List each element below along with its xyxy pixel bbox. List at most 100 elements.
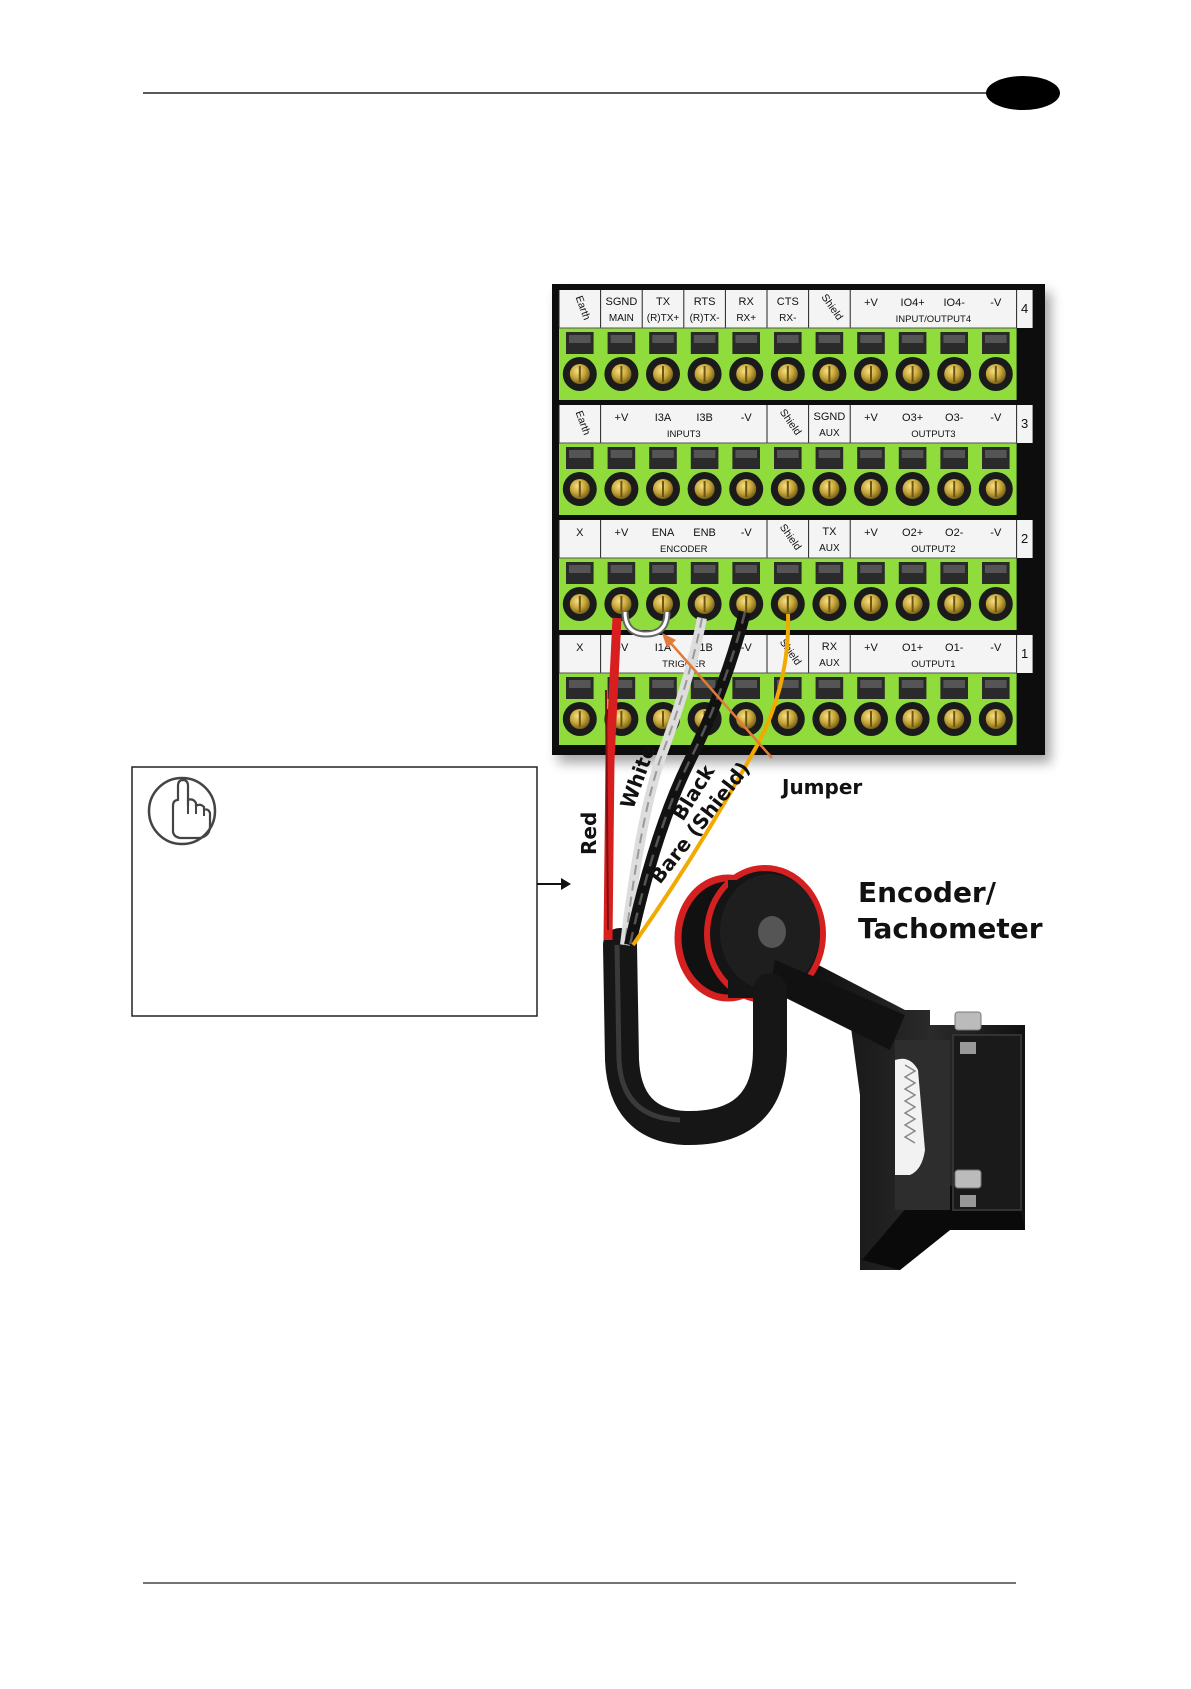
clamp-slot-inner	[777, 565, 799, 573]
bolt-bottom	[954, 1169, 982, 1189]
terminal-label: -V	[990, 642, 1002, 654]
terminal-label: TX	[822, 526, 837, 538]
terminal-label: +V	[864, 527, 878, 539]
clamp-slot-inner	[860, 680, 882, 688]
terminal-group-label: OUTPUT3	[911, 429, 955, 440]
clamp-slot-inner	[901, 680, 924, 688]
jumper-arrow	[667, 639, 773, 759]
device-label-line1: Encoder/	[858, 876, 997, 909]
encoder-cable	[603, 928, 787, 1146]
clamp-slot-inner	[818, 450, 841, 458]
chapter-tab	[986, 76, 1060, 110]
clamp-slot-inner	[693, 565, 716, 573]
row-number: 1	[1021, 646, 1028, 661]
terminal-label: -V	[990, 412, 1002, 424]
red-wire-label: Red	[577, 812, 601, 855]
shield-wire	[631, 613, 791, 947]
device-label-line2: Tachometer	[858, 912, 1043, 945]
clamp-slot-inner	[569, 450, 591, 458]
row-number: 2	[1021, 531, 1028, 546]
terminal-label: RTS	[694, 296, 716, 308]
terminal-sublabel: AUX	[819, 428, 840, 439]
terminal-label: -V	[741, 642, 753, 654]
terminal-group-label: OUTPUT1	[911, 659, 955, 670]
terminal-label: IO4-	[943, 297, 965, 309]
row-number: 3	[1021, 416, 1028, 431]
clamp-slot-inner	[735, 450, 757, 458]
terminal-label: X	[576, 642, 584, 654]
terminal-label: ENA	[652, 527, 675, 539]
terminal-group-label: TRIGGER	[662, 659, 705, 670]
bolt-top	[954, 1011, 982, 1031]
encoder-wheel	[674, 865, 826, 1003]
clamp-slot-inner	[610, 335, 633, 343]
label-strip	[559, 520, 1017, 558]
pointing-hand-icon	[147, 776, 217, 846]
clamp-slot-inner	[943, 335, 965, 343]
terminal-label: SGND	[814, 411, 846, 423]
terminal-label: +V	[864, 642, 878, 654]
clamp-slot-inner	[735, 680, 757, 688]
clamp-slot-inner	[652, 335, 674, 343]
clamp-slot-inner	[777, 450, 799, 458]
terminal-sublabel: AUX	[819, 658, 840, 669]
label-strip	[559, 405, 1017, 443]
terminal-label: IO4+	[901, 297, 925, 309]
clamp-slot-inner	[569, 335, 591, 343]
spring	[903, 1064, 917, 1144]
clamp-slot-inner	[943, 450, 965, 458]
clamp-slot-inner	[985, 335, 1007, 343]
row-number-cell	[1016, 405, 1033, 443]
note-pointer-arrow	[537, 878, 571, 890]
clamp-slot-inner	[818, 680, 841, 688]
terminal-label: O3+	[902, 412, 923, 424]
row-number-cell	[1016, 290, 1033, 328]
note-box	[131, 766, 538, 1017]
terminal-label: -V	[741, 412, 753, 424]
clamp-slot-inner	[652, 680, 674, 688]
clamp-slot-inner	[610, 450, 633, 458]
terminal-label: X	[576, 527, 584, 539]
terminal-group-label: INPUT3	[667, 429, 701, 440]
terminal-label: O1+	[902, 642, 923, 654]
clamp-slot-inner	[901, 565, 924, 573]
clamp-slot-inner	[818, 335, 841, 343]
terminal-label: I3B	[696, 412, 713, 424]
row-number-cell	[1016, 635, 1033, 673]
clamp-slot-inner	[901, 335, 924, 343]
row-number: 4	[1021, 301, 1028, 316]
terminal-label: +V	[615, 527, 629, 539]
clamp-slot-inner	[610, 680, 633, 688]
clamp-slot-inner	[860, 450, 882, 458]
clamp-slot-inner	[777, 680, 799, 688]
clamp-slot-inner	[693, 450, 716, 458]
clamp-slot-inner	[693, 335, 716, 343]
terminal-label: CTS	[777, 296, 799, 308]
terminal-sublabel: RX+	[736, 313, 756, 324]
terminal-label: -V	[741, 527, 753, 539]
terminal-label: ENB	[693, 527, 716, 539]
terminal-label: I3A	[655, 412, 672, 424]
clamp-slot-inner	[777, 335, 799, 343]
terminal-sublabel: (R)TX+	[647, 313, 680, 324]
clamp-slot-inner	[901, 450, 924, 458]
terminal-sublabel: (R)TX-	[690, 313, 720, 324]
jumper-label: Jumper	[780, 775, 862, 799]
terminal-sublabel: AUX	[819, 543, 840, 554]
clamp-slot-inner	[943, 680, 965, 688]
clamp-slot-inner	[735, 335, 757, 343]
terminal-label: RX	[739, 296, 755, 308]
clamp-slot-inner	[985, 565, 1007, 573]
wheel-hub	[758, 916, 786, 948]
terminal-group-label: INPUT/OUTPUT4	[896, 314, 971, 325]
wire-bundle	[603, 610, 791, 947]
terminal-label: +V	[615, 412, 629, 424]
clamp-slot-inner	[693, 680, 716, 688]
terminal-label: +V	[864, 297, 878, 309]
